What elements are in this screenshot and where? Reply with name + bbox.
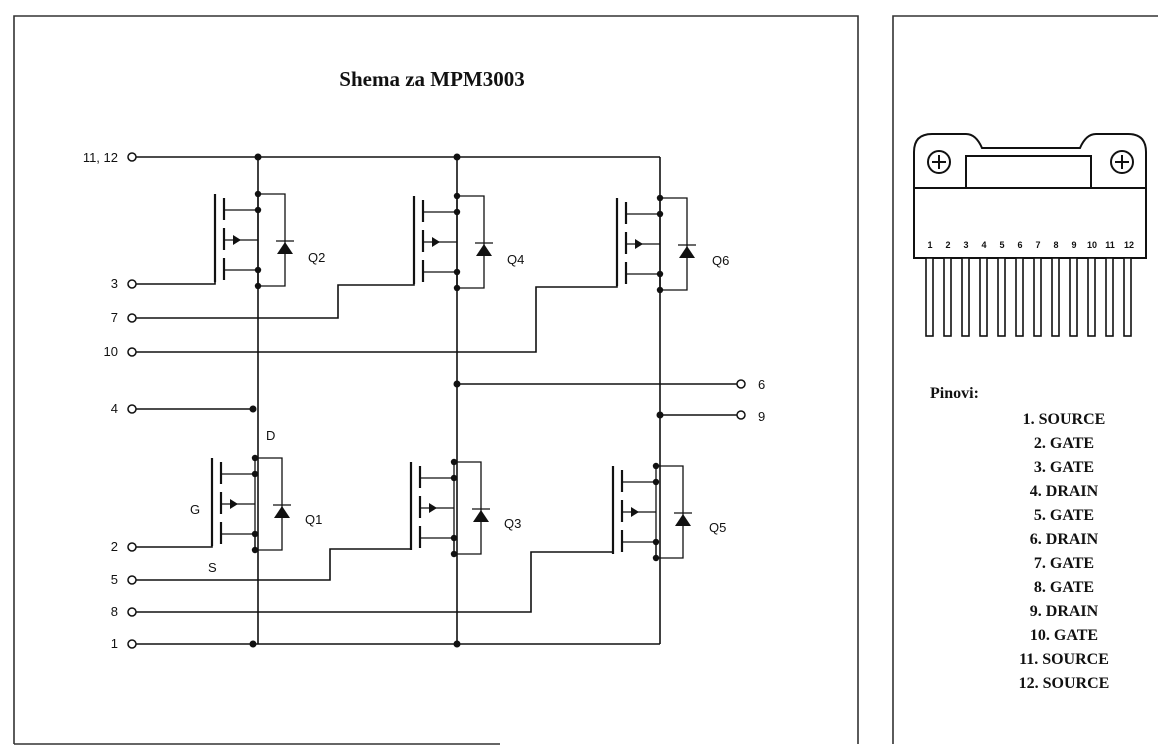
package-frame (892, 15, 1158, 744)
mosfet-q5 (611, 461, 694, 563)
terminal-label-7: 7 (111, 310, 118, 325)
terminal-label-4: 4 (111, 401, 118, 416)
q1-drain-label: D (266, 428, 275, 443)
wiring (136, 156, 737, 645)
q3-label: Q3 (504, 516, 521, 531)
terminal-label-3: 3 (111, 276, 118, 291)
terminal-label-11-12: 11, 12 (83, 150, 118, 165)
q6-label: Q6 (712, 253, 729, 268)
q1-label: Q1 (305, 512, 322, 527)
pin-number-3: 3 (963, 240, 968, 250)
pin-number-10: 10 (1087, 240, 1097, 250)
pin-number-2: 2 (945, 240, 950, 250)
pin-list-item: 5. GATE (1034, 507, 1094, 524)
pin-list-item: 1. SOURCE (1023, 411, 1106, 428)
mosfet-q1 (210, 453, 293, 555)
q4-label: Q4 (507, 252, 524, 267)
terminal-label-8: 8 (111, 604, 118, 619)
pin-number-11: 11 (1105, 240, 1115, 250)
terminals (127, 152, 746, 649)
mosfet-q2 (213, 189, 296, 291)
terminal-label-5: 5 (111, 572, 118, 587)
pin-list-header: Pinovi: (930, 385, 979, 402)
pin-number-7: 7 (1035, 240, 1040, 250)
pin-list-item: 6. DRAIN (1030, 531, 1099, 548)
pin-list-item: 4. DRAIN (1030, 483, 1099, 500)
pin-list-item: 11. SOURCE (1019, 651, 1109, 668)
terminal-label-6: 6 (758, 377, 765, 392)
package-leads (925, 257, 1132, 337)
pin-number-8: 8 (1053, 240, 1058, 250)
junctions (249, 153, 664, 648)
terminal-label-1: 1 (111, 636, 118, 651)
pin-list-item: 8. GATE (1034, 579, 1094, 596)
mosfet-q4 (412, 191, 495, 293)
pin-list-item: 9. DRAIN (1030, 603, 1099, 620)
diagram-title: Shema za MPM3003 (339, 67, 524, 91)
pin-number-9: 9 (1071, 240, 1076, 250)
mosfet-q3 (409, 457, 492, 559)
mosfet-q6 (615, 193, 698, 295)
q1-gate-label: G (190, 502, 200, 517)
package-pin-numbers: 1 2 3 4 5 6 7 8 9 10 11 12 (927, 240, 1134, 250)
q1-source-label: S (208, 560, 217, 575)
pin-list-item: 10. GATE (1030, 627, 1098, 644)
q2-label: Q2 (308, 250, 325, 265)
pin-number-4: 4 (981, 240, 986, 250)
pin-list: 1. SOURCE 2. GATE 3. GATE 4. DRAIN 5. GA… (1019, 411, 1110, 692)
pin-number-6: 6 (1017, 240, 1022, 250)
terminal-label-2: 2 (111, 539, 118, 554)
pin-number-1: 1 (927, 240, 932, 250)
pin-list-item: 12. SOURCE (1019, 675, 1110, 692)
pin-list-item: 2. GATE (1034, 435, 1094, 452)
pin-list-item: 7. GATE (1034, 555, 1094, 572)
pin-number-5: 5 (999, 240, 1004, 250)
terminal-label-9: 9 (758, 409, 765, 424)
package-drawing (913, 133, 1147, 259)
pin-number-12: 12 (1124, 240, 1134, 250)
q5-label: Q5 (709, 520, 726, 535)
terminal-label-10: 10 (104, 344, 118, 359)
pin-list-item: 3. GATE (1034, 459, 1094, 476)
schematic-frame (13, 15, 859, 744)
